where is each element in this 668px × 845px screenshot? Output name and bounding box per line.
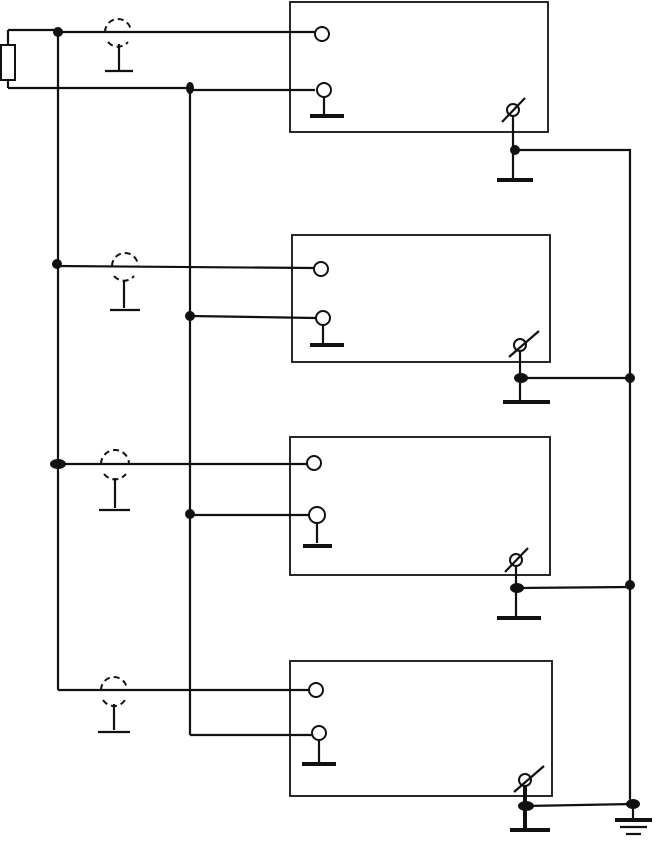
dashed-clamp-to-ground [104, 18, 133, 73]
switch-terminal [503, 330, 630, 404]
dashed-clamp-to-ground [110, 252, 140, 312]
module-box [289, 1, 549, 133]
module-box [291, 234, 551, 363]
bus-wire-1 [50, 27, 66, 690]
resistor [0, 28, 192, 90]
bottom-terminal-grounded [302, 725, 336, 766]
top-terminal [308, 682, 324, 698]
switch-terminal [497, 547, 631, 620]
switch-terminal [510, 765, 634, 832]
bus-wire-2 [185, 82, 195, 735]
unit-4 [58, 660, 634, 832]
module-box [289, 660, 553, 797]
junction-dot [625, 580, 635, 590]
junction-dot [186, 82, 194, 94]
unit-1 [58, 1, 549, 182]
bottom-terminal-grounded [303, 506, 332, 548]
unit-2 [56, 234, 630, 404]
top-terminal [314, 26, 330, 42]
top-terminal [306, 455, 322, 471]
dashed-clamp-to-ground [99, 449, 130, 512]
top-terminal [313, 261, 329, 277]
switch-terminal [497, 97, 533, 182]
junction-dot [52, 259, 62, 269]
bottom-terminal-grounded [310, 310, 344, 347]
dashed-clamp-to-ground [98, 676, 130, 734]
bottom-terminal-grounded [310, 82, 344, 118]
unit-3 [58, 436, 631, 620]
ground-wire [515, 148, 635, 805]
module-box [289, 436, 551, 576]
